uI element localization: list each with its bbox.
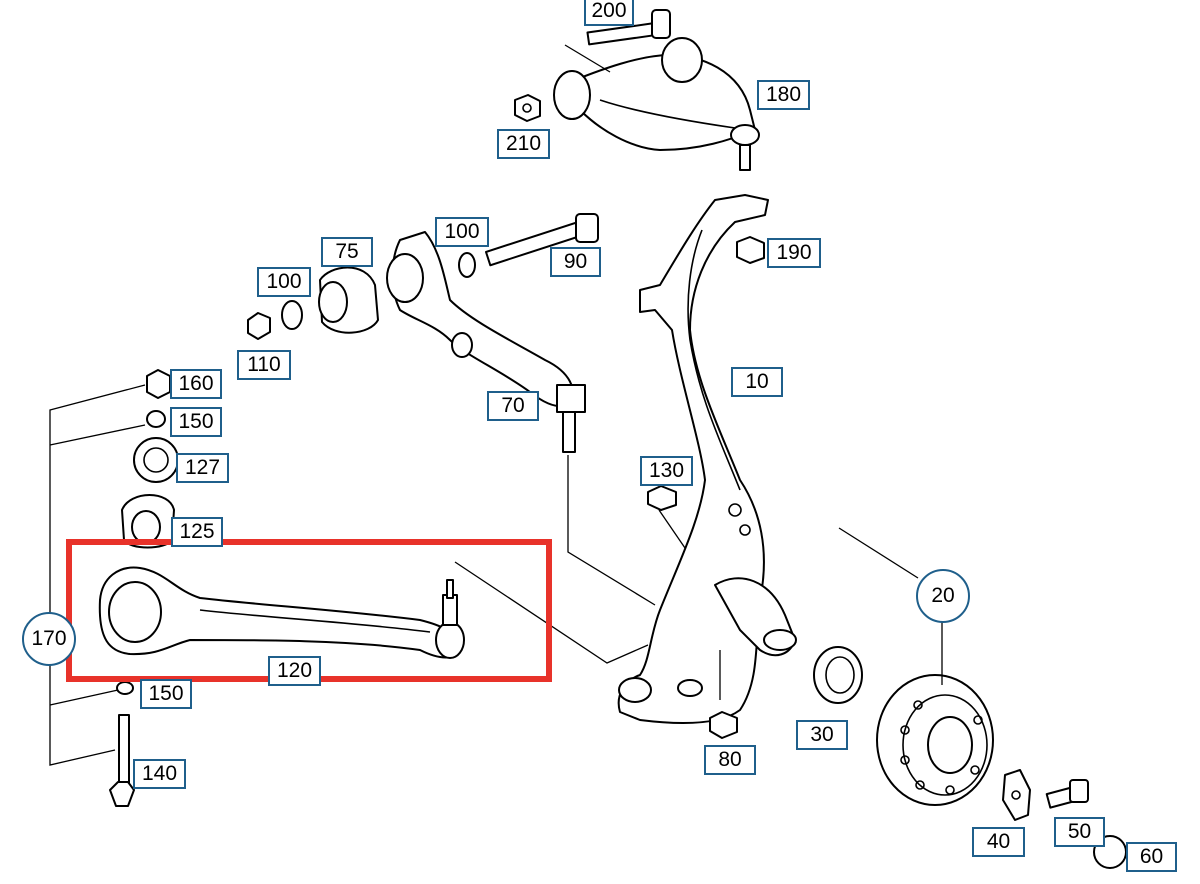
callout-90[interactable]: 90 xyxy=(550,247,601,277)
lower-control-arm xyxy=(98,566,465,659)
callout-110[interactable]: 110 xyxy=(237,350,291,380)
callout-120[interactable]: 120 xyxy=(268,656,321,686)
callout-40[interactable]: 40 xyxy=(972,827,1025,857)
callout-10[interactable]: 10 xyxy=(731,367,783,397)
washer-100-lower xyxy=(281,300,303,330)
callout-180[interactable]: 180 xyxy=(757,80,810,110)
wheel-hub xyxy=(876,674,994,806)
callout-190[interactable]: 190 xyxy=(767,238,821,268)
callout-100-lower[interactable]: 100 xyxy=(257,267,311,297)
washer-150-upper xyxy=(146,410,166,428)
callout-150-upper[interactable]: 150 xyxy=(170,407,222,437)
leader-lines xyxy=(49,44,943,766)
nut-130 xyxy=(647,485,677,511)
callout-50[interactable]: 50 xyxy=(1054,817,1105,847)
callout-70[interactable]: 70 xyxy=(487,391,539,421)
callout-75[interactable]: 75 xyxy=(321,237,373,267)
washer-100-upper xyxy=(458,252,476,278)
steering-knuckle xyxy=(617,194,797,724)
callout-130[interactable]: 130 xyxy=(640,456,693,486)
callout-150-lower[interactable]: 150 xyxy=(140,679,192,709)
callout-80[interactable]: 80 xyxy=(704,745,756,775)
bushing-75 xyxy=(318,266,379,334)
bolt-50 xyxy=(1045,779,1089,809)
seal-30 xyxy=(813,646,863,704)
bracket-40 xyxy=(1002,769,1031,821)
callout-170[interactable]: 170 xyxy=(22,612,76,666)
nut-190 xyxy=(736,236,765,264)
callout-60[interactable]: 60 xyxy=(1126,842,1177,872)
washer-150-lower xyxy=(116,681,134,695)
callout-125[interactable]: 125 xyxy=(171,517,223,547)
callout-127[interactable]: 127 xyxy=(176,453,229,483)
callout-140[interactable]: 140 xyxy=(133,759,186,789)
nut-110 xyxy=(247,312,271,340)
callout-20[interactable]: 20 xyxy=(916,569,970,623)
bushing-127 xyxy=(133,437,179,483)
callout-100-upper[interactable]: 100 xyxy=(435,217,489,247)
bolt-200 xyxy=(586,9,671,46)
callout-160[interactable]: 160 xyxy=(170,369,222,399)
bolt-90 xyxy=(484,213,599,267)
callout-200[interactable]: 200 xyxy=(584,0,634,26)
callout-30[interactable]: 30 xyxy=(796,720,848,750)
front-control-arm xyxy=(386,231,586,453)
bushing-125 xyxy=(121,494,175,549)
bolt-140 xyxy=(109,714,135,807)
upper-control-arm xyxy=(553,37,760,171)
nut-160 xyxy=(146,369,171,399)
nut-80 xyxy=(709,711,738,739)
nut-210 xyxy=(514,94,541,122)
callout-210[interactable]: 210 xyxy=(497,129,550,159)
